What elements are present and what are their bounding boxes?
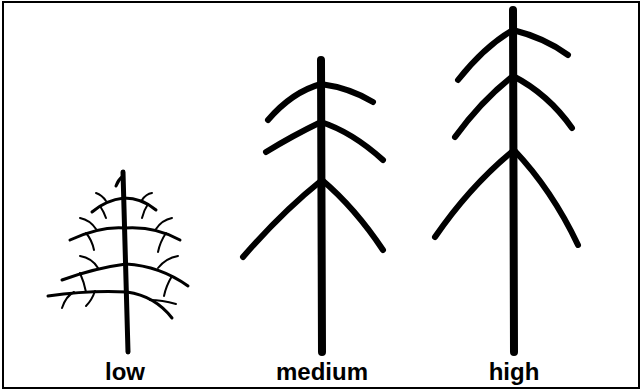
frame bbox=[3, 2, 639, 388]
medium-tree bbox=[243, 60, 383, 352]
low-tree bbox=[48, 172, 188, 352]
low-label: low bbox=[103, 359, 147, 385]
high-label: high bbox=[487, 359, 542, 385]
high-tree bbox=[435, 10, 578, 352]
medium-label: medium bbox=[274, 359, 370, 385]
